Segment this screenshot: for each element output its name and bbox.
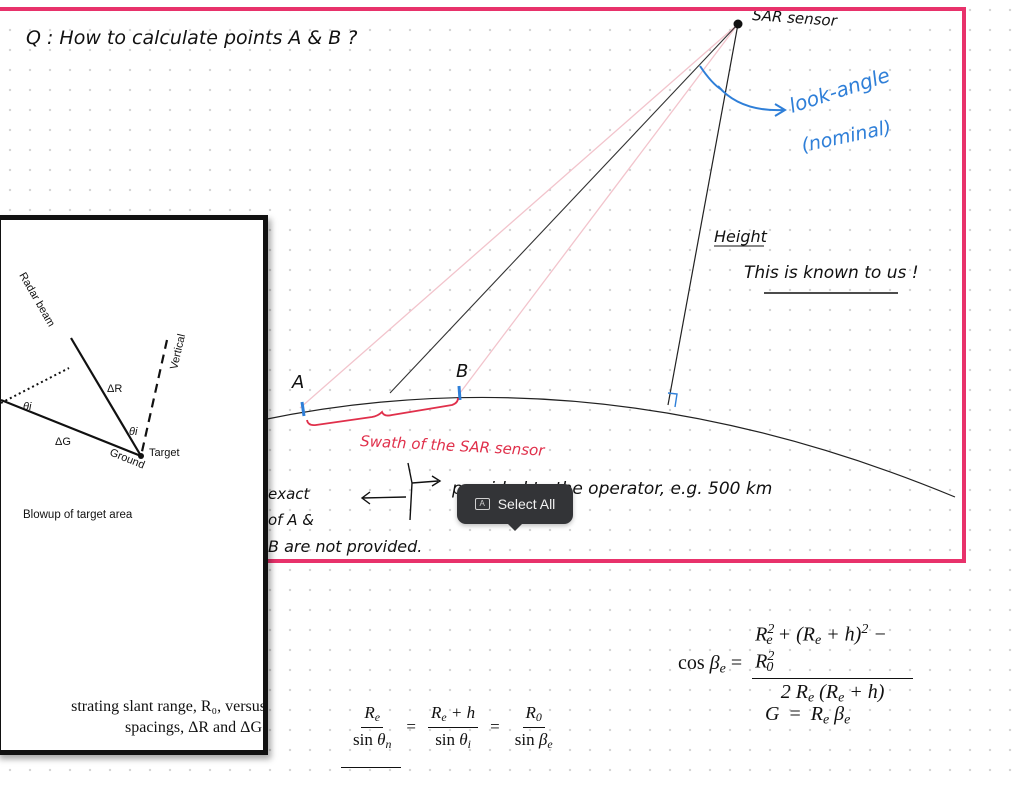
point-b-label: B <box>456 361 468 382</box>
sine-rule-underline <box>341 767 401 768</box>
swath-brace <box>306 397 459 427</box>
ground-distance-equation: G = Re βe <box>765 703 851 728</box>
target-label: Target <box>149 447 180 459</box>
question-text: Q : How to calculate points A & B ? <box>26 27 357 49</box>
height-label: Height <box>714 227 768 246</box>
look-angle-arrow <box>717 85 785 112</box>
sar-sensor-dot <box>733 19 743 29</box>
provided-arrowhead <box>431 475 442 487</box>
cos-beta-fraction: R2e + (Re + h)2 − R20 2 Re (Re + h) <box>752 622 914 707</box>
target-point <box>138 453 144 459</box>
textbook-figure-panel: Radar beam Vertical θi ΔR θi ΔG Ground T… <box>0 215 268 755</box>
vertical-label: Vertical <box>168 333 188 371</box>
cos-beta-equation: cos βe = R2e + (Re + h)2 − R20 2 Re (Re … <box>678 622 914 707</box>
select-all-button[interactable]: A Select All <box>457 484 573 531</box>
beam-line-to-b <box>459 23 739 394</box>
beam-line-to-a <box>299 23 739 409</box>
sine-rule-term-1: Re sin θn <box>353 703 392 751</box>
cos-beta-lhs: cos βe = <box>678 651 743 677</box>
theta-i-right: θi <box>129 426 138 438</box>
look-angle-label: look-angle <box>786 63 893 118</box>
ground-line <box>1 398 142 458</box>
figure-caption: strating slant range, R₀, versus spacing… <box>1 696 266 738</box>
height-note: This is known to us ! <box>744 263 919 283</box>
provided-bracket <box>407 462 439 521</box>
exact-note-2: of A & <box>268 511 314 529</box>
swath-label: Swath of the SAR sensor <box>360 432 546 460</box>
sine-rule-term-2: Re + h sin θi <box>428 703 479 752</box>
blowup-diagram: Radar beam Vertical θi ΔR θi ΔG Ground T… <box>1 271 188 521</box>
cos-beta-denominator: 2 Re (Re + h) <box>780 681 885 706</box>
exact-note-1: exact <box>268 485 311 503</box>
sine-rule-term-3: R0 sin βe <box>514 703 553 751</box>
theta-i-left: θi <box>23 401 32 413</box>
sine-rule-equation: Re sin θn = Re + h sin θi = R0 sin βe <box>350 703 556 752</box>
exact-arrow <box>360 491 407 505</box>
look-angle-arrowhead <box>774 103 787 117</box>
blowup-subtitle: Blowup of target area <box>23 509 133 521</box>
caption-line-2: spacings, ΔR and ΔG. <box>124 719 266 736</box>
earth-surface-curve <box>261 396 956 498</box>
point-a-label: A <box>291 372 304 393</box>
delta-r-label: ΔR <box>107 383 122 395</box>
look-angle-nominal: (nominal) <box>799 116 893 156</box>
caption-line-1: strating slant range, R₀, versus <box>71 698 266 715</box>
look-direction-line <box>389 23 739 394</box>
sar-sensor-label: SAR sensor <box>752 6 839 30</box>
text-select-icon: A <box>474 498 490 510</box>
cos-beta-numerator: R2e + (Re + h)2 − R20 <box>752 622 914 680</box>
delta-g-label: ΔG <box>55 436 71 448</box>
select-all-label: Select All <box>497 496 556 512</box>
height-line <box>667 23 739 406</box>
right-angle-marker <box>667 392 678 408</box>
radar-beam-label: Radar beam <box>16 271 57 329</box>
exact-note-3: B are not provided. <box>268 537 422 556</box>
point-b-tick <box>457 385 462 401</box>
point-a-tick <box>300 401 306 417</box>
dotted-line <box>1 367 70 404</box>
radar-beam-line <box>70 337 142 457</box>
vertical-dashed-line <box>139 339 169 457</box>
